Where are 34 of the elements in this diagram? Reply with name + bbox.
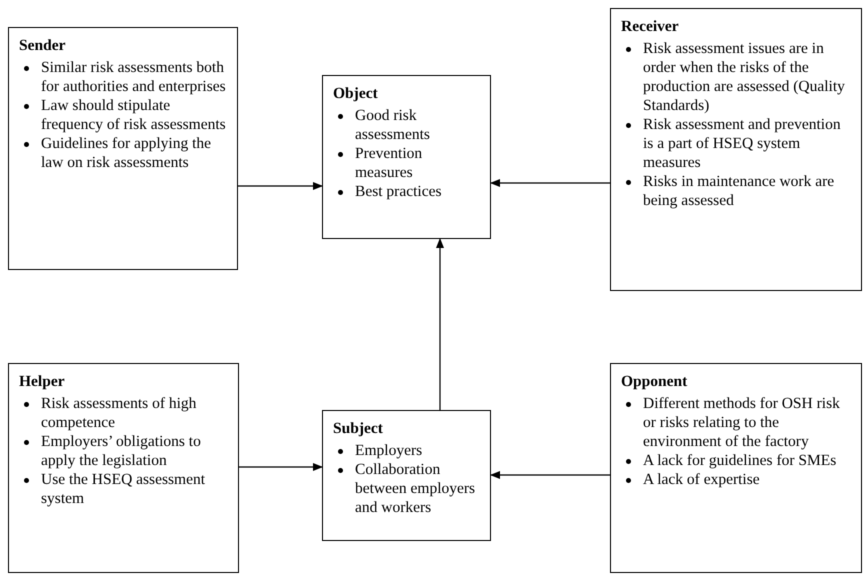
text-box [8,27,238,270]
box-heading: Receiver [621,17,680,37]
bullet-text: Use the HSEQ assessment system [41,470,206,508]
bullet-text: Risk assessments of high competence [41,394,198,432]
arrow [490,179,610,187]
bullet-text: Law should stipulate frequency of risk assessments [41,96,227,134]
bullet-text: Similar risk assessments both for authorities and enterprises [41,58,227,96]
arrow [436,238,444,410]
box-heading: Object [333,84,379,104]
bullet-text: Best practices [355,182,442,201]
bullet-text: Employers [355,441,422,460]
bullet-text: A lack of expertise [643,470,760,489]
arrow [239,463,323,471]
bullet-text: Risk assessment and prevention is a part of HSEQ system measures [643,115,842,172]
bullet-text: Employers’ obligations to apply the legislation [41,432,202,470]
text-box [322,75,491,239]
bullet-text: A lack for guidelines for SMEs [643,451,836,470]
text-box [322,410,491,541]
arrow [238,182,323,190]
text-box [8,363,239,573]
box-heading: Sender [19,36,66,56]
box-heading: Helper [19,372,66,392]
arrow [490,471,610,479]
bullet-text: Different methods for OSH risk or risks relating to the environment of the factory [643,394,841,451]
bullet-text: Risk assessment issues are in order when the risks of the production are assessed (Quality Standards) [643,39,846,115]
text-box [610,363,862,573]
box-heading: Subject [333,419,384,439]
bullet-text: Good risk assessments [355,106,431,144]
bullet-text: Collaboration between employers and workers [355,460,476,517]
bullet-text: Prevention measures [355,144,424,182]
box-heading: Opponent [621,372,688,392]
bullet-text: Risks in maintenance work are being assessed [643,172,836,210]
bullet-text: Guidelines for applying the law on risk assessments [41,134,212,172]
text-box [610,8,862,291]
